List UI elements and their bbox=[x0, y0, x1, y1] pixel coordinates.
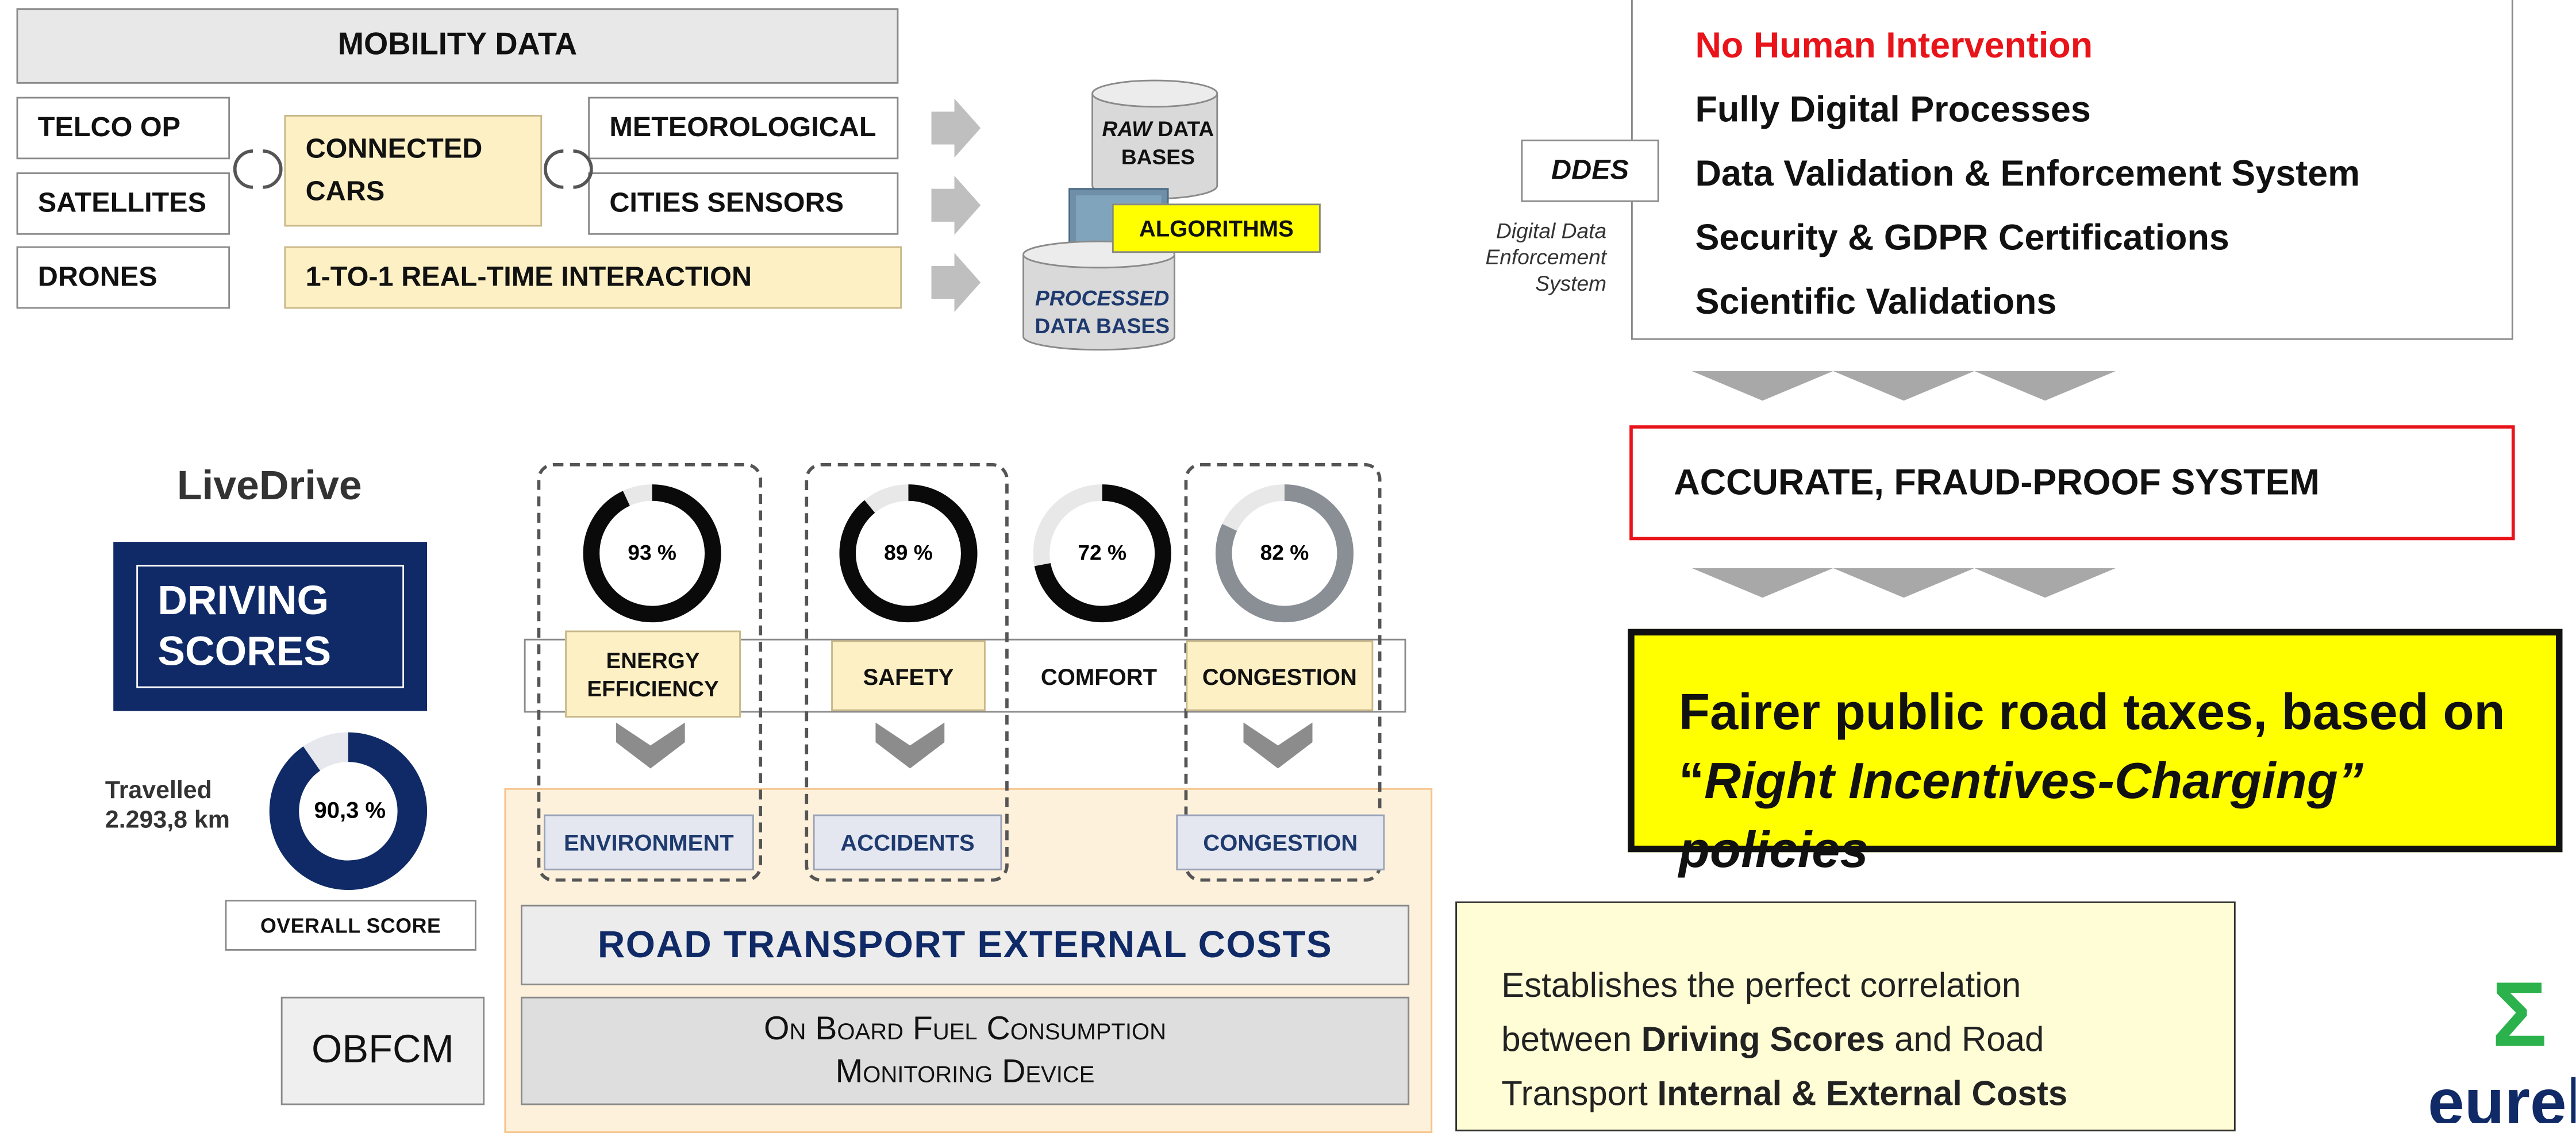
impact-environment: ENVIRONMENT bbox=[543, 814, 754, 870]
logo-text: eurel bbox=[2428, 1067, 2576, 1123]
feature-item: No Human Intervention bbox=[1695, 24, 2093, 66]
source-satellites: SATELLITES bbox=[16, 172, 230, 235]
congestion-label: CONGESTION bbox=[1186, 640, 1374, 711]
obfcm-device: On Board Fuel Consumption Monitoring Dev… bbox=[520, 996, 1410, 1105]
link-icon bbox=[544, 149, 593, 189]
flow-arrows bbox=[931, 98, 981, 313]
congestion-score-ring: 82 % bbox=[1215, 484, 1354, 623]
down-arrows bbox=[1691, 371, 2116, 401]
sigma-logo-icon: Σ bbox=[2492, 965, 2547, 1066]
link-icon bbox=[233, 149, 283, 189]
chevron-down-icon bbox=[875, 722, 945, 769]
ddes-caption: Digital Data Enforcement System bbox=[1485, 218, 1607, 296]
source-meteorological: METEOROLOGICAL bbox=[588, 97, 899, 160]
mobility-data-title: MOBILITY DATA bbox=[337, 28, 578, 63]
impact-congestion: CONGESTION bbox=[1176, 814, 1385, 870]
travelled-distance: Travelled 2.293,8 km bbox=[105, 776, 230, 834]
road-transport-costs: ROAD TRANSPORT EXTERNAL COSTS bbox=[520, 904, 1410, 985]
processed-databases-label: PROCESSED DATA BASES bbox=[1035, 286, 1170, 338]
safety-score-ring: 89 % bbox=[839, 484, 978, 623]
impact-accidents: ACCIDENTS bbox=[813, 814, 1002, 870]
svg-text:72 %: 72 % bbox=[1078, 541, 1126, 565]
feature-item: Security & GDPR Certifications bbox=[1695, 217, 2229, 258]
raw-database-icon bbox=[1091, 79, 1218, 200]
algorithms-label: ALGORITHMS bbox=[1112, 203, 1321, 253]
obfcm-short: OBFCM bbox=[280, 996, 485, 1105]
safety-label: SAFETY bbox=[831, 640, 986, 711]
source-telco: TELCO OP bbox=[16, 97, 230, 160]
source-cities-sensors: CITIES SENSORS bbox=[588, 172, 899, 235]
chevron-down-icon bbox=[1243, 722, 1313, 769]
logo: Σ eurel bbox=[2428, 966, 2575, 1123]
down-arrows bbox=[1691, 568, 2116, 598]
energy-score-ring: 93 % bbox=[583, 484, 721, 623]
correlation-note: Establishes the perfect correlation betw… bbox=[1455, 901, 2236, 1132]
svg-text:89 %: 89 % bbox=[884, 541, 933, 565]
outcome-box: Fairer public road taxes, based on “Righ… bbox=[1628, 629, 2563, 878]
svg-text:82 %: 82 % bbox=[1260, 541, 1309, 565]
feature-item: Scientific Validations bbox=[1695, 280, 2057, 322]
ddes-tag: DDES bbox=[1521, 139, 1659, 202]
feature-item: Data Validation & Enforcement System bbox=[1695, 152, 2360, 194]
realtime-interaction-box: 1-TO-1 REAL-TIME INTERACTION bbox=[284, 246, 902, 309]
energy-group-outline bbox=[537, 463, 763, 882]
raw-databases-label: RAW DATA BASES bbox=[1102, 116, 1214, 169]
overall-score-value: 90,3 % bbox=[314, 797, 386, 823]
mobility-data-header: MOBILITY DATA bbox=[16, 8, 899, 84]
comfort-score-ring: 72 % bbox=[1033, 484, 1171, 623]
energy-efficiency-label: ENERGY EFFICIENCY bbox=[565, 630, 741, 718]
ddes-feature-panel: No Human Intervention Fully Digital Proc… bbox=[1631, 0, 2513, 340]
svg-text:93 %: 93 % bbox=[628, 541, 676, 565]
driving-scores-badge: DRIVING SCORES bbox=[113, 542, 428, 711]
chevron-down-icon bbox=[616, 722, 685, 769]
congestion-group-outline bbox=[1184, 463, 1382, 882]
safety-group-outline bbox=[805, 463, 1009, 882]
accurate-system-box: ACCURATE, FRAUD-PROOF SYSTEM bbox=[1629, 425, 2515, 541]
livedrive-brand: LiveDrive bbox=[176, 463, 362, 509]
source-drones: DRONES bbox=[16, 246, 230, 309]
source-connected-cars: CONNECTED CARS bbox=[284, 115, 543, 227]
comfort-label: COMFORT bbox=[1040, 662, 1158, 689]
feature-item: Fully Digital Processes bbox=[1695, 88, 2091, 130]
overall-score-ring: 90,3 % bbox=[269, 732, 428, 891]
overall-score-label: OVERALL SCORE bbox=[225, 900, 476, 951]
